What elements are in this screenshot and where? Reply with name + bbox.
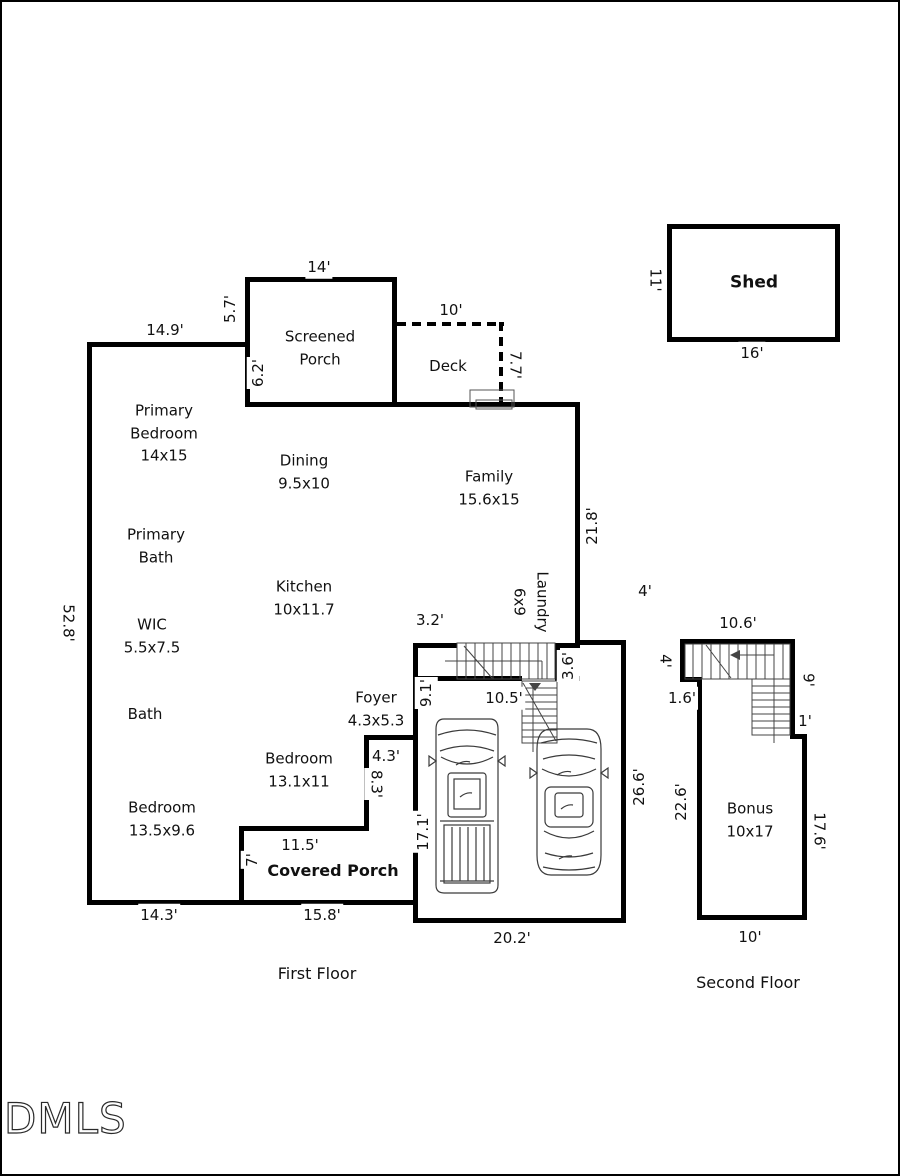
wall-covered-porch-top (239, 826, 369, 831)
dim-bottom-left: 14.3' (138, 903, 180, 927)
dim-foyer-nook-h: 8.3' (364, 768, 388, 800)
dim-bottom-mid: 15.8' (301, 903, 343, 927)
dim-garage-bottom: 20.2' (491, 926, 533, 950)
room-label-laundry: Laundry 6x9 (508, 569, 554, 635)
wall-first-bottom (87, 900, 418, 905)
dim-garage-left: 17.1' (411, 811, 435, 853)
dim-porch-side: 5.7' (218, 293, 242, 325)
deck-dashed-right (499, 322, 503, 409)
dim-garage-right: 26.6' (627, 766, 651, 808)
dim-shed-width: 16' (738, 341, 766, 365)
wall-porch-right (392, 277, 397, 407)
room-label-kitchen: Kitchen 10x11.7 (271, 575, 337, 621)
dim-deck-side: 7.7' (503, 349, 527, 381)
room-label-family: Family 15.6x15 (456, 465, 522, 511)
room-label-primary-bath: Primary Bath (125, 523, 187, 569)
wall-second-right-upper (790, 639, 795, 739)
room-label-bedroom-13-1: Bedroom 13.1x11 (263, 747, 335, 793)
room-label-bedroom-13-5: Bedroom 13.5x9.6 (126, 796, 198, 842)
room-label-bath: Bath (125, 702, 165, 726)
wall-foyer-nook-top (364, 735, 413, 740)
wall-porch-top (245, 277, 397, 282)
dim-foyer-nook-w: 4.3' (370, 744, 402, 768)
dim-cporch-top: 11.5' (279, 833, 321, 857)
dim-stair-left: 3.2' (414, 608, 446, 632)
dim-second-right-upper: 9' (796, 671, 820, 689)
room-label-deck: Deck (427, 354, 469, 378)
dim-second-top: 10.6' (717, 611, 759, 635)
wall-laundry-step (575, 640, 626, 645)
dim-shed-height: 11' (643, 266, 667, 294)
wall-first-left (87, 342, 92, 905)
dim-stair-width: 10.5' (483, 686, 525, 710)
wall-bonus-left (697, 677, 702, 920)
dim-laundry-step: 4' (636, 579, 654, 603)
dim-bonus-left: 22.6' (669, 781, 693, 823)
room-label-foyer: Foyer 4.3x5.3 (345, 686, 407, 732)
wall-second-step-right (790, 734, 807, 739)
deck-dashed-top (397, 322, 504, 326)
wall-bonus-bottom (697, 915, 807, 920)
wall-garage-bottom (413, 918, 626, 923)
wall-stair-nook-top (555, 643, 580, 648)
truck-top-view (428, 718, 506, 894)
dim-deck-top: 10' (437, 298, 465, 322)
wall-bonus-right (802, 734, 807, 920)
wall-second-left-upper (680, 639, 685, 682)
dim-stair-nook: 3.6' (556, 650, 580, 682)
second-floor-title: Second Floor (694, 971, 802, 995)
dim-right-family: 21.8' (580, 505, 604, 547)
dim-bonus-right: 17.6' (807, 810, 831, 852)
sedan-top-view (529, 728, 609, 876)
room-label-primary-bedroom: Primary Bedroom 14x15 (128, 399, 200, 467)
wall-stair-left (413, 643, 457, 648)
dim-foyer-side: 9.1' (414, 677, 438, 709)
wall-first-right (575, 407, 580, 645)
first-floor-title: First Floor (275, 962, 359, 986)
dim-cporch-depth: 7' (240, 851, 264, 869)
wall-second-step (680, 677, 702, 682)
room-label-screened-porch: Screened Porch (282, 325, 358, 371)
wall-garage-right (621, 640, 626, 923)
shed-outline (667, 224, 840, 342)
wall-porch-left (245, 277, 250, 407)
dim-left-top: 14.9' (144, 318, 186, 342)
wall-second-top (680, 639, 795, 644)
dim-bonus-bottom: 10' (736, 925, 764, 949)
room-label-covered-porch: Covered Porch (265, 859, 401, 883)
room-label-wic: WIC 5.5x7.5 (121, 613, 183, 659)
room-label-bonus: Bonus 10x17 (724, 797, 776, 843)
dim-porch-top: 14' (305, 255, 333, 279)
dim-second-stair-side: 4' (653, 652, 677, 670)
wall-garage-left (413, 643, 418, 918)
watermark-dmls: DMLS (3, 1093, 127, 1143)
room-label-shed: Shed (727, 270, 781, 296)
dim-second-step-right: 1' (796, 709, 814, 733)
room-label-dining: Dining 9.5x10 (276, 449, 332, 495)
wall-first-top (87, 342, 245, 347)
dim-porch-inner: 6.2' (246, 357, 270, 389)
wall-first-top-right (245, 402, 580, 407)
dim-left-side: 52.8' (56, 602, 80, 644)
dim-second-step: 1.6' (666, 686, 698, 710)
